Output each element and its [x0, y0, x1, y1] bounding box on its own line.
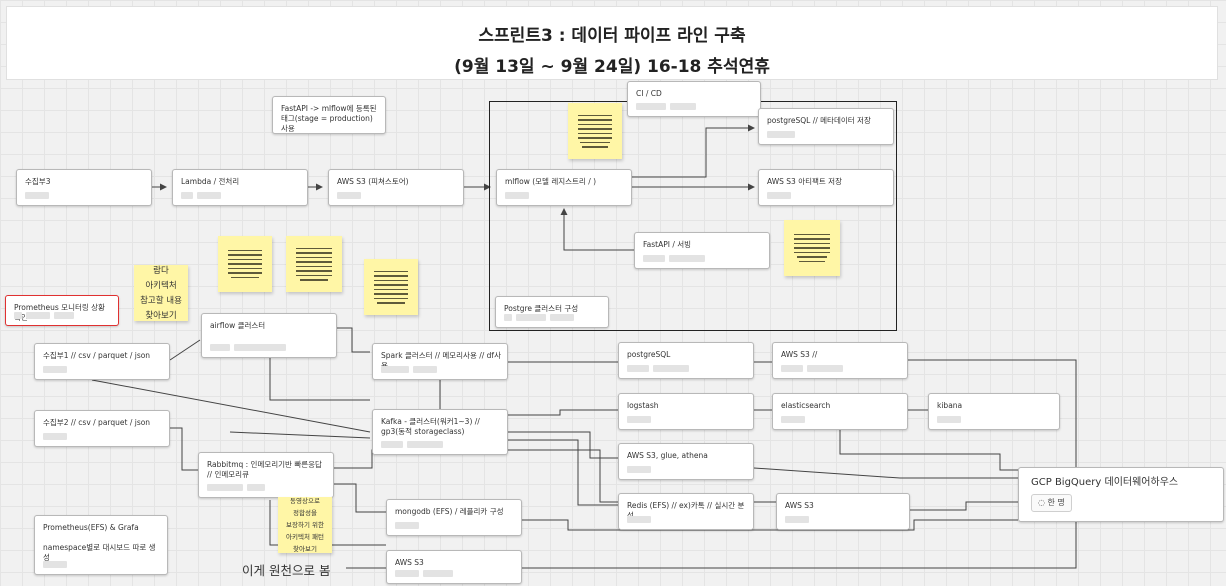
- card-collector1[interactable]: 수집부1 // csv / parquet / json: [34, 343, 170, 380]
- sticky-note-lines[interactable]: [286, 236, 342, 292]
- card-spark[interactable]: Spark 클러스터 // 메모리사용 // df사용: [372, 343, 508, 380]
- card-aws-s3-b[interactable]: AWS S3: [776, 493, 910, 530]
- wire-collector2-rabbit: [170, 427, 198, 471]
- card-elasticsearch[interactable]: elasticsearch: [772, 393, 908, 430]
- sprint-title-banner: 스프린트3 : 데이터 파이프 라인 구축 (9월 13일 ~ 9월 24일) …: [6, 6, 1218, 80]
- wire-rabbit-mongodb: [334, 483, 386, 513]
- card-aws-s3-a[interactable]: AWS S3 //: [772, 342, 908, 379]
- wire-fastapi-mlflow: [560, 208, 634, 251]
- sticky-note-lines[interactable]: [568, 103, 622, 159]
- card-aws-s3-c[interactable]: AWS S3: [386, 550, 522, 584]
- wire-airflow-kafka: [269, 358, 370, 401]
- card-gcp-bigquery[interactable]: GCP BigQuery 데이터웨어하우스 ◌ 한 명: [1018, 467, 1224, 522]
- card-prometheus-monitor[interactable]: Prometheus 모니터링 상황 확인: [5, 295, 119, 326]
- card-prometheus-grafana[interactable]: Prometheus(EFS) & Grafa namespace별로 대시보드…: [34, 515, 168, 575]
- card-postgresql-meta[interactable]: postgreSQL // 메타데이터 저장: [758, 108, 894, 145]
- card-s3-artifact[interactable]: AWS S3 아티팩트 저장: [758, 169, 894, 206]
- wire-s3glue-gcp: [753, 467, 1018, 479]
- assignee-pill[interactable]: ◌ 한 명: [1031, 494, 1072, 512]
- wire-kafka-logstash: [508, 409, 618, 416]
- card-postgres-cluster[interactable]: Postgre 클러스터 구성: [495, 296, 609, 328]
- namespace-label: namespace별로 대시보드 따로 생성: [43, 543, 156, 562]
- card-collector2[interactable]: 수집부2 // csv / parquet / json: [34, 410, 170, 447]
- sticky-note-consistency[interactable]: 동영상으로 정합성을 보장하기 위한 아키텍처 패턴 찾아보기: [278, 497, 332, 553]
- sticky-note-lines[interactable]: [218, 236, 272, 292]
- sticky-note-lines[interactable]: [364, 259, 418, 315]
- wire-kafka-s3glue: [508, 431, 618, 459]
- sticky-note-lines[interactable]: [784, 220, 840, 276]
- card-airflow[interactable]: airflow 클러스터: [201, 313, 337, 358]
- card-postgresql[interactable]: postgreSQL: [618, 342, 754, 379]
- wire-s3a-gcp: [908, 359, 1077, 467]
- card-cicd[interactable]: CI / CD: [627, 81, 761, 117]
- wire-rabbit-kafka: [229, 431, 371, 439]
- prometheus-grafana-label: Prometheus(EFS) & Grafa: [43, 523, 139, 532]
- card-collector3[interactable]: 수집부3: [16, 169, 152, 206]
- wire-elastic-gcp: [839, 428, 1018, 471]
- wire-kafka-redis: [508, 439, 618, 506]
- wire-rabbit-s3c: [269, 500, 386, 546]
- card-logstash[interactable]: logstash: [618, 393, 754, 430]
- wire-mongodb-gcp: [522, 519, 1018, 531]
- wire-s3b-gcp: [910, 501, 1018, 511]
- source-annotation: 이게 원천으로 봄: [242, 563, 331, 578]
- wire-s3c-gcp: [522, 522, 1077, 569]
- wire-mlflow-postgres: [632, 124, 755, 178]
- card-kafka[interactable]: Kafka - 클러스터(워커1~3) // gp3(동적 storagecla…: [372, 409, 508, 455]
- card-redis[interactable]: Redis (EFS) // ex)카톡 // 실시간 분석: [618, 493, 754, 530]
- card-fastapi-serving[interactable]: FastAPI / 서빙: [634, 232, 770, 269]
- wire-collector1-airflow: [169, 339, 201, 361]
- sprint-period: (9월 13일 ~ 9월 24일) 16-18 추석연휴: [454, 57, 770, 77]
- card-mongodb[interactable]: mongodb (EFS) / 레플리카 구성: [386, 499, 522, 536]
- card-mlflow[interactable]: mlflow (모델 레지스트리 / ): [496, 169, 632, 206]
- card-lambda[interactable]: Lambda / 전처리: [172, 169, 308, 206]
- card-fastapi-mlflow-note[interactable]: FastAPI -> mlflow에 등록된 태그(stage = produc…: [272, 96, 386, 134]
- card-s3-glue-athena[interactable]: AWS S3, glue, athena: [618, 443, 754, 480]
- wire-rabbit-redis: [334, 449, 618, 503]
- card-rabbitmq[interactable]: Rabbitmq : 인메모리기반 빠른응답 // 인메모리큐: [198, 452, 334, 498]
- sprint-title: 스프린트3 : 데이터 파이프 라인 구축: [478, 26, 746, 46]
- card-kibana[interactable]: kibana: [928, 393, 1060, 430]
- sticky-note-lambda[interactable]: 람다 아키텍처 참고할 내용 찾아보기: [134, 265, 188, 321]
- wire-airflow-spark: [337, 327, 370, 353]
- wire-collector1-kafka: [91, 379, 371, 433]
- card-s3-featurestore[interactable]: AWS S3 (피쳐스토어): [328, 169, 464, 206]
